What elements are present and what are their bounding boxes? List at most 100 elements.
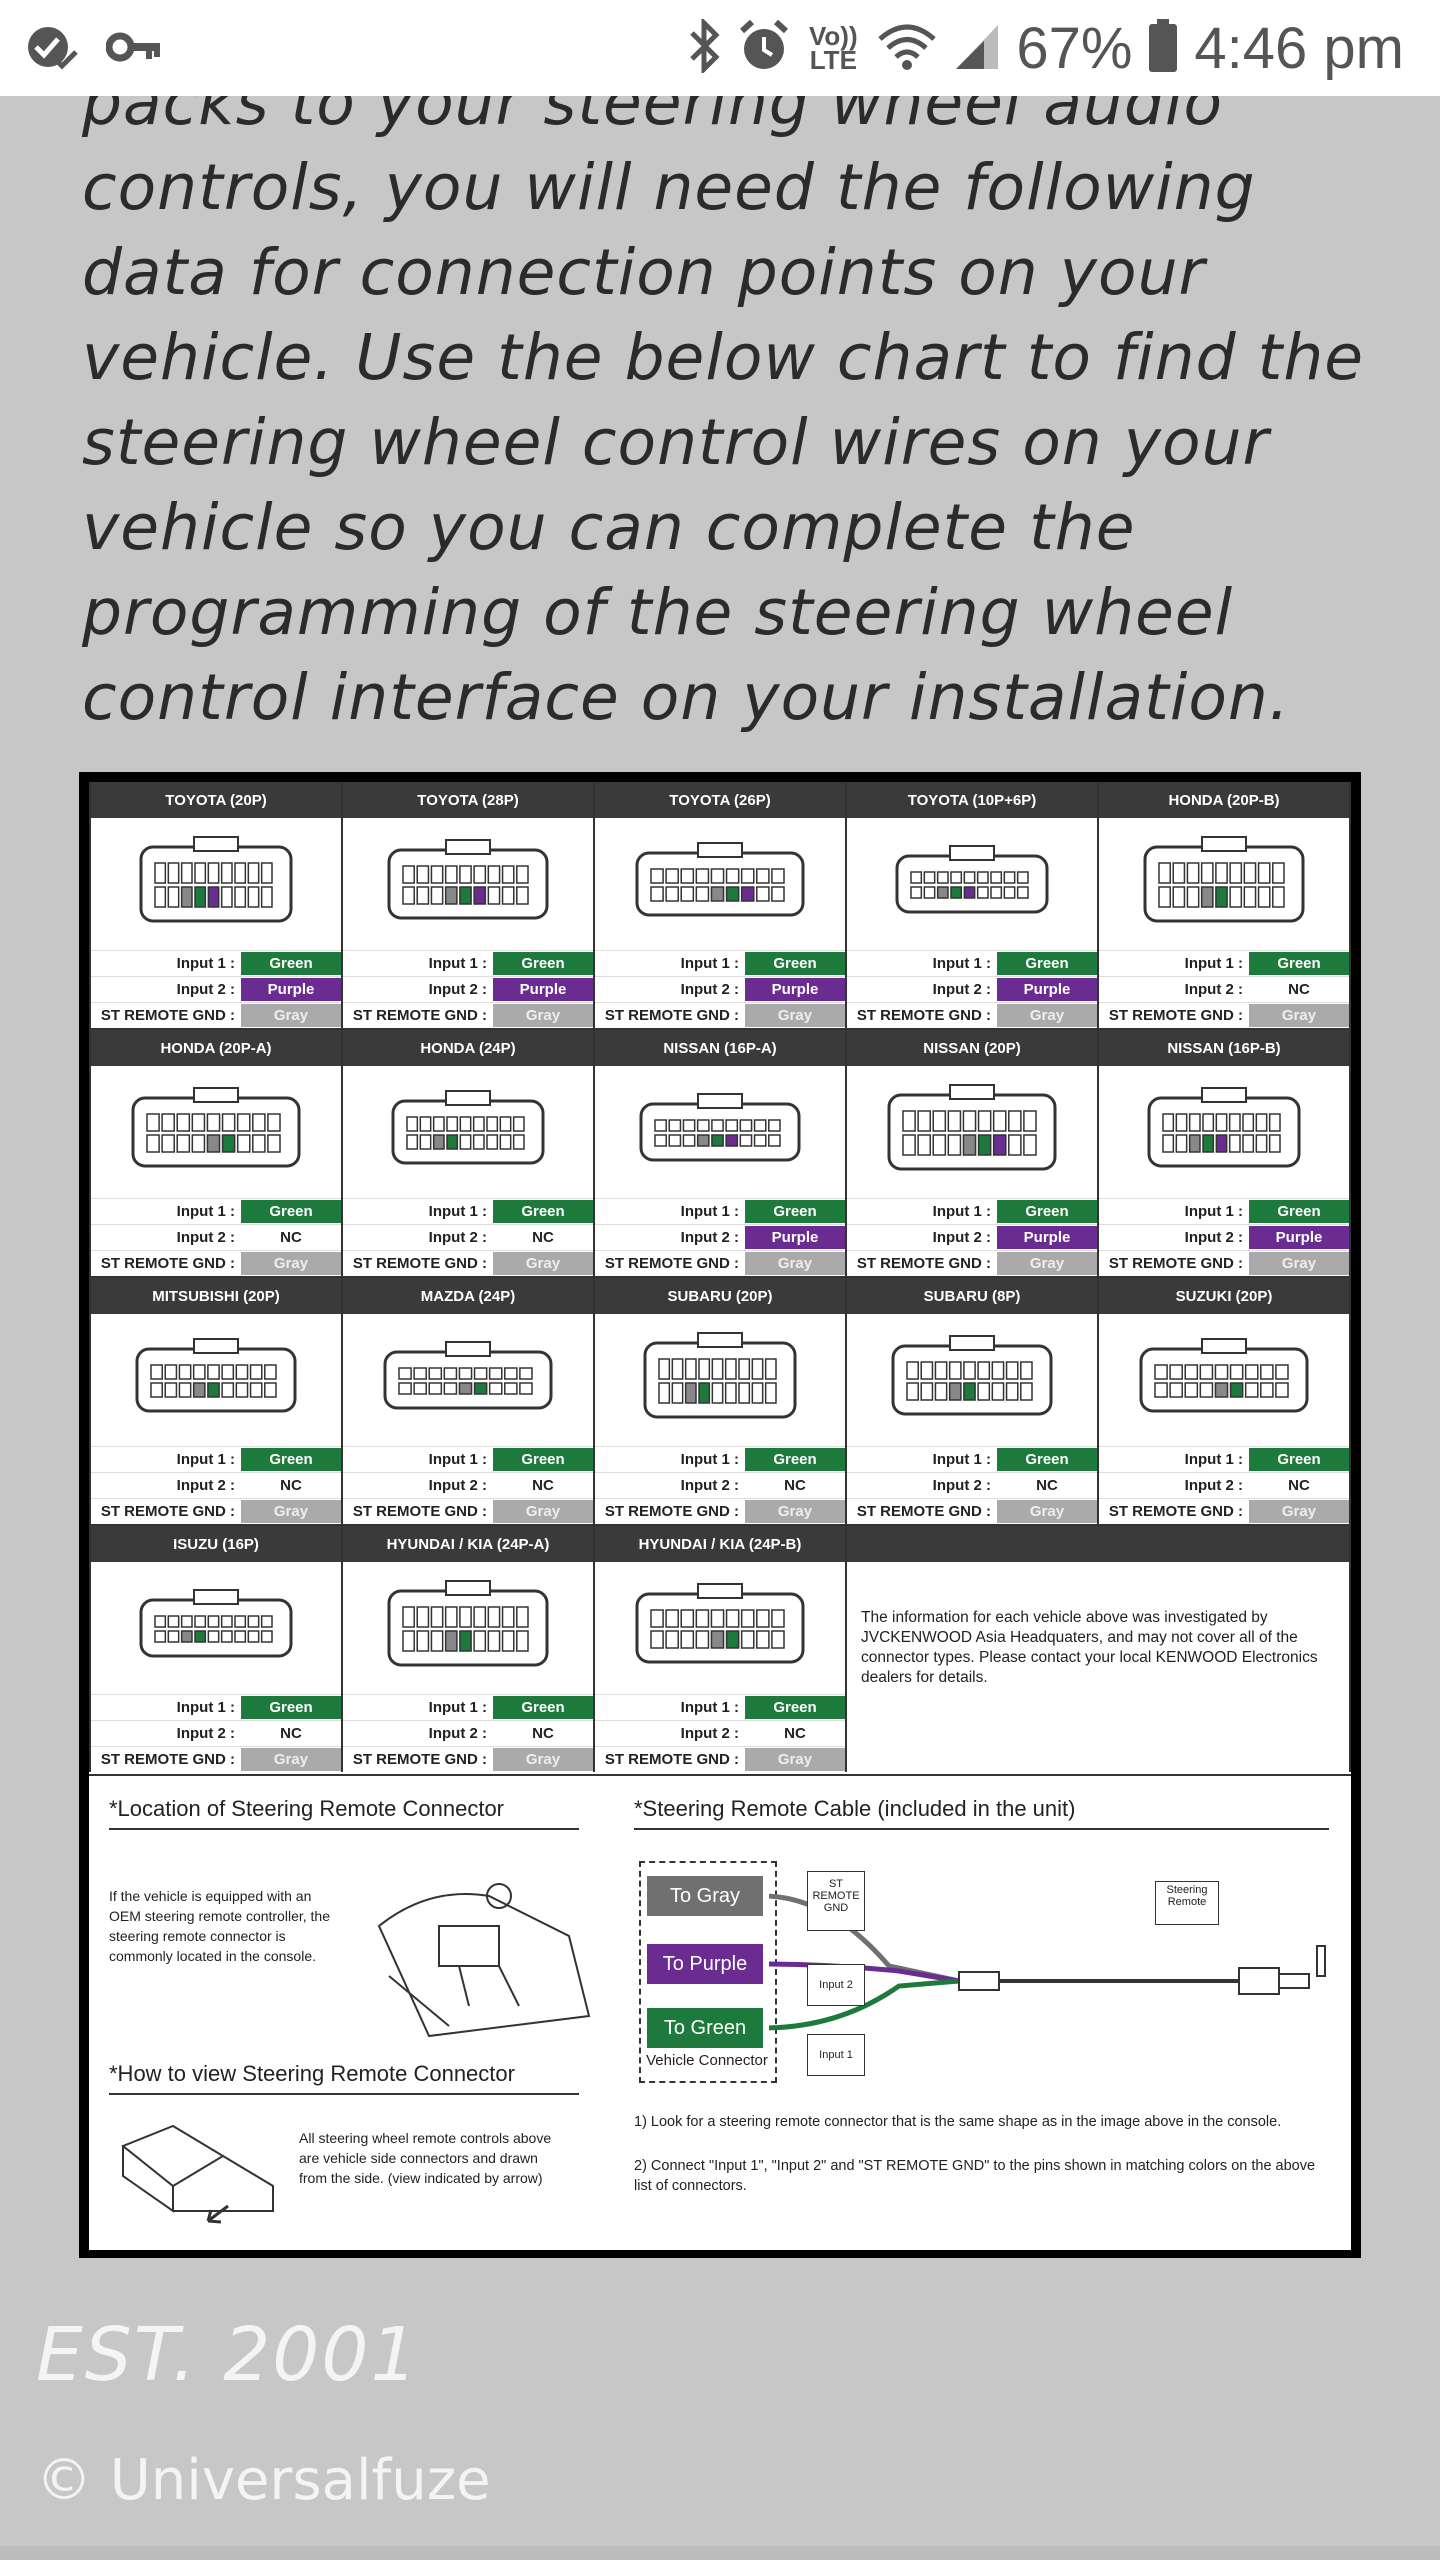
- pin-color-value: Green: [1249, 952, 1349, 975]
- pin-row-input2: Input 2 :Purple: [91, 976, 341, 1002]
- pin-label: Input 1 :: [1184, 955, 1243, 972]
- pin-row-input1: Input 1 : Green: [343, 1694, 593, 1720]
- connector-name: HONDA (20P-A): [91, 1030, 341, 1066]
- key-icon: [105, 27, 162, 71]
- pin-row-gnd: ST REMOTE GND :Gray: [1099, 1002, 1349, 1028]
- pin-color-value: Green: [241, 1448, 341, 1471]
- pin-label: Input 2 :: [932, 1477, 991, 1494]
- connector-name: HONDA (20P-B): [1099, 782, 1349, 818]
- instruction-step-2: 2) Connect "Input 1", "Input 2" and "ST …: [634, 2158, 1316, 2194]
- pin-label: Input 2 :: [932, 1229, 991, 1246]
- connector-name: MAZDA (24P): [343, 1278, 593, 1314]
- pin-row-gnd: ST REMOTE GND :Gray: [91, 1498, 341, 1524]
- pin-label: ST REMOTE GND :: [352, 1751, 487, 1768]
- pin-row-input2: Input 2 :NC: [91, 1720, 341, 1746]
- pin-label: Input 1 :: [1184, 1451, 1243, 1468]
- connector-drawing: [1143, 836, 1305, 923]
- pin-color-value: NC: [745, 1474, 845, 1497]
- pin-color-value: Gray: [1249, 1500, 1349, 1523]
- pin-color-value: Gray: [745, 1748, 845, 1771]
- pin-row-input1: Input 1 :Green: [91, 950, 341, 976]
- pin-color-value: Gray: [493, 1252, 593, 1275]
- pin-label: Input 2 :: [1184, 1229, 1243, 1246]
- pin-row-input1: Input 1 :Green: [595, 1198, 845, 1224]
- pin-color-value: NC: [1249, 978, 1349, 1001]
- pin-row-input1: Input 1 : Green: [1099, 950, 1349, 976]
- connector-illustration: [595, 818, 845, 946]
- pin-color-value: Green: [241, 952, 341, 975]
- pin-color-value: Green: [493, 1696, 593, 1719]
- pin-label: Input 1 :: [428, 1699, 487, 1716]
- pin-label: Input 2 :: [932, 981, 991, 998]
- connector-drawing: [387, 839, 549, 920]
- established-text: EST. 2001: [36, 2312, 420, 2398]
- article-line: steering wheel control wires on your: [82, 406, 1270, 479]
- pin-color-value: Purple: [745, 1226, 845, 1249]
- pin-row-input1: Input 1 :Green: [91, 1446, 341, 1472]
- page-bottom-edge: [0, 2546, 1440, 2560]
- pin-row-gnd: ST REMOTE GND :Gray: [595, 1746, 845, 1772]
- pin-label: Input 1 :: [680, 955, 739, 972]
- pin-label: ST REMOTE GND :: [856, 1007, 991, 1024]
- pin-row-input2: Input 2 :Purple: [847, 1224, 1097, 1250]
- pin-row-gnd: ST REMOTE GND : Gray: [847, 1250, 1097, 1276]
- connector-illustration: [91, 1562, 341, 1690]
- connector-illustration: [847, 1314, 1097, 1442]
- pin-label: ST REMOTE GND :: [1108, 1007, 1243, 1024]
- pin-row-input1: Input 1 : Green: [343, 1198, 593, 1224]
- pin-row-input2: Input 2 :NC: [91, 1224, 341, 1250]
- pin-color-value: Purple: [241, 978, 341, 1001]
- pin-label: ST REMOTE GND :: [856, 1255, 991, 1272]
- status-bar: Vo)) LTE 67% 4:46 pm: [0, 0, 1440, 96]
- to-gray-label: To Gray: [647, 1876, 763, 1916]
- pin-row-gnd: ST REMOTE GND :Gray: [91, 1250, 341, 1276]
- pin-color-value: Gray: [493, 1500, 593, 1523]
- pin-row-input1: Input 1 :Green: [595, 950, 845, 976]
- pin-row-input2: Input 2 :Purple: [1099, 1224, 1349, 1250]
- pin-label: Input 2 :: [680, 1477, 739, 1494]
- pin-color-value: Purple: [493, 978, 593, 1001]
- location-text: If the vehicle is equipped with an OEM s…: [109, 1888, 330, 1964]
- howto-text: All steering wheel remote controls above…: [299, 2130, 552, 2186]
- connector-drawing: [643, 1332, 797, 1419]
- pin-label: Input 1 :: [932, 1451, 991, 1468]
- article-line: control interface on your installation.: [82, 661, 1290, 734]
- pin-row-input2: Input 2 :NC: [847, 1472, 1097, 1498]
- pin-label: Input 2 :: [176, 1477, 235, 1494]
- pin-row-input1: Input 1 :Green: [847, 1446, 1097, 1472]
- connector-drawing: [1139, 1338, 1309, 1413]
- pin-color-value: Green: [493, 1200, 593, 1223]
- pin-row-gnd: ST REMOTE GND :Gray: [91, 1002, 341, 1028]
- pin-color-value: Gray: [997, 1252, 1097, 1275]
- connector-drawing: [391, 1090, 545, 1165]
- pin-label: Input 2 :: [176, 1229, 235, 1246]
- pin-label: Input 1 :: [932, 1203, 991, 1220]
- pin-row-input2: Input 2 :Purple: [595, 976, 845, 1002]
- connector-illustration: [91, 1314, 341, 1442]
- connector-name: HYUNDAI / KIA (24P-B): [595, 1526, 845, 1562]
- pin-row-input2: Input 2 :Purple: [343, 976, 593, 1002]
- pin-color-value: Gray: [241, 1500, 341, 1523]
- pin-color-value: Green: [493, 1448, 593, 1471]
- pin-label: Input 1 :: [428, 1203, 487, 1220]
- pin-color-value: NC: [745, 1722, 845, 1745]
- connector-drawing: [387, 1580, 549, 1667]
- pin-row-gnd: ST REMOTE GND :Gray: [343, 1250, 593, 1276]
- pin-label: Input 2 :: [176, 1725, 235, 1742]
- connector-drawing: [635, 842, 805, 917]
- connector-name: NISSAN (16P-B): [1099, 1030, 1349, 1066]
- pin-row-input1: Input 1 :Green: [595, 1446, 845, 1472]
- connector-illustration: [595, 1562, 845, 1690]
- pin-label: Input 1 :: [680, 1451, 739, 1468]
- pin-color-value: Green: [241, 1200, 341, 1223]
- pin-label: Input 2 :: [428, 1229, 487, 1246]
- alarm-icon: [738, 19, 790, 77]
